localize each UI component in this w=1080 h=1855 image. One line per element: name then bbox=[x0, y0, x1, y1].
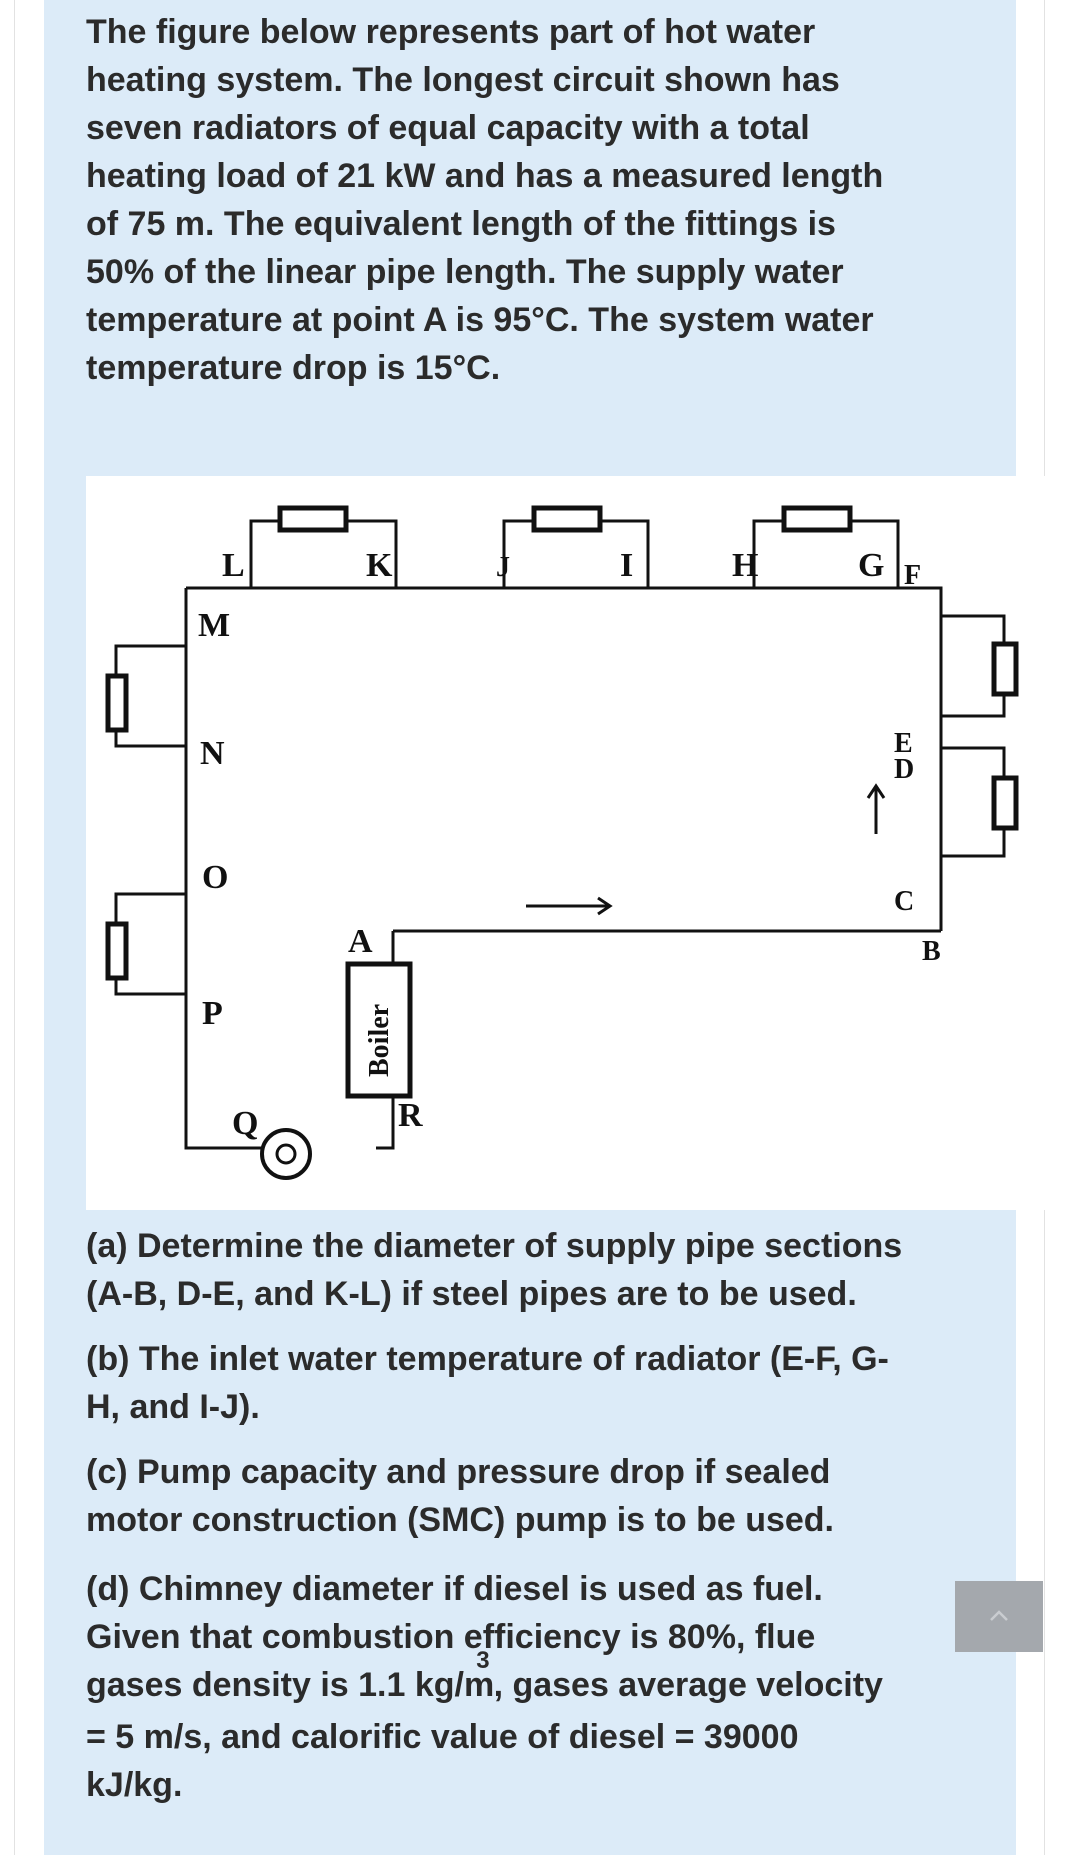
question-c-line: motor construction (SMC) pump is to be u… bbox=[86, 1501, 834, 1539]
intro-line: temperature at point A is 95°C. The syst… bbox=[86, 301, 874, 339]
radiator-top-1 bbox=[277, 505, 349, 533]
node-label-H: H bbox=[732, 547, 758, 584]
pump-icon bbox=[260, 1128, 312, 1180]
supply-pipe-top bbox=[186, 586, 943, 931]
node-label-K: K bbox=[366, 547, 393, 584]
question-c: (c) Pump capacity and pressure drop if s… bbox=[86, 1448, 834, 1544]
question-b-line: (b) The inlet water temperature of radia… bbox=[86, 1340, 889, 1378]
radiator-left-2 bbox=[105, 921, 129, 981]
radiator-left-1 bbox=[105, 673, 129, 733]
node-label-B: B bbox=[922, 936, 941, 967]
node-label-P: P bbox=[202, 995, 223, 1032]
question-a-line: (a) Determine the diameter of supply pip… bbox=[86, 1227, 903, 1265]
question-d-line: Given that combustion efficiency is 80%,… bbox=[86, 1618, 816, 1656]
pump-impeller-icon bbox=[275, 1143, 297, 1165]
node-label-F: F bbox=[904, 560, 921, 591]
intro-line: of 75 m. The equivalent length of the fi… bbox=[86, 205, 836, 243]
node-label-E: E bbox=[894, 728, 913, 759]
question-a: (a) Determine the diameter of supply pip… bbox=[86, 1222, 902, 1318]
question-d-line: gases density is 1.1 kg/m bbox=[86, 1666, 495, 1704]
node-label-C: C bbox=[894, 886, 914, 917]
node-label-Q: Q bbox=[232, 1105, 258, 1142]
chevron-up-icon bbox=[990, 1610, 1008, 1621]
question-d-line: = 5 m/s, and calorific value of diesel =… bbox=[86, 1718, 799, 1756]
boiler-return bbox=[376, 1096, 395, 1150]
question-d-line: kJ/kg. bbox=[86, 1766, 183, 1804]
question-d-line: (d) Chimney diameter if diesel is used a… bbox=[86, 1570, 823, 1608]
boiler bbox=[345, 961, 413, 1099]
intro-line: temperature drop is 15°C. bbox=[86, 349, 501, 387]
intro-line: 50% of the linear pipe length. The suppl… bbox=[86, 253, 844, 291]
problem-statement: The figure below represents part of hot … bbox=[86, 8, 883, 392]
intro-line: The figure below represents part of hot … bbox=[86, 13, 816, 51]
return-pipe-left bbox=[184, 588, 276, 1150]
scroll-to-top-button[interactable] bbox=[955, 1581, 1043, 1652]
question-d: (d) Chimney diameter if diesel is used a… bbox=[86, 1565, 883, 1809]
node-label-I: I bbox=[620, 547, 633, 584]
node-label-R: R bbox=[398, 1097, 423, 1134]
boiler-label: Boiler bbox=[364, 1004, 395, 1077]
heating-system-diagram: Boiler L K J I H G F M N O P Q E D C B A… bbox=[105, 505, 1019, 1180]
superscript-exponent: 3 bbox=[476, 1647, 490, 1674]
page-edge-left bbox=[14, 0, 15, 1855]
node-label-M: M bbox=[198, 607, 230, 644]
node-label-G: G bbox=[858, 547, 884, 584]
question-b: (b) The inlet water temperature of radia… bbox=[86, 1335, 889, 1431]
question-a-line: (A-B, D-E, and K-L) if steel pipes are t… bbox=[86, 1275, 857, 1313]
node-label-J: J bbox=[496, 552, 510, 583]
question-d-line: , gases average velocity bbox=[493, 1666, 883, 1704]
radiator-top-3 bbox=[781, 505, 853, 533]
node-label-D: D bbox=[894, 754, 914, 785]
node-label-O: O bbox=[202, 859, 228, 896]
radiator-top-2 bbox=[531, 505, 603, 533]
question-b-line: H, and I-J). bbox=[86, 1388, 260, 1426]
flow-arrow-up-icon bbox=[866, 783, 886, 834]
intro-line: heating system. The longest circuit show… bbox=[86, 61, 840, 99]
heating-system-figure: Boiler L K J I H G F M N O P Q E D C B A… bbox=[86, 476, 1046, 1210]
node-label-L: L bbox=[222, 547, 245, 584]
node-label-A: A bbox=[348, 923, 373, 960]
intro-line: seven radiators of equal capacity with a… bbox=[86, 109, 810, 147]
radiator-right-2 bbox=[991, 775, 1019, 831]
node-label-N: N bbox=[200, 735, 225, 772]
intro-line: heating load of 21 kW and has a measured… bbox=[86, 157, 884, 195]
question-c-line: (c) Pump capacity and pressure drop if s… bbox=[86, 1453, 831, 1491]
flow-arrow-right-icon bbox=[526, 896, 613, 916]
radiator-right-1 bbox=[991, 641, 1019, 697]
